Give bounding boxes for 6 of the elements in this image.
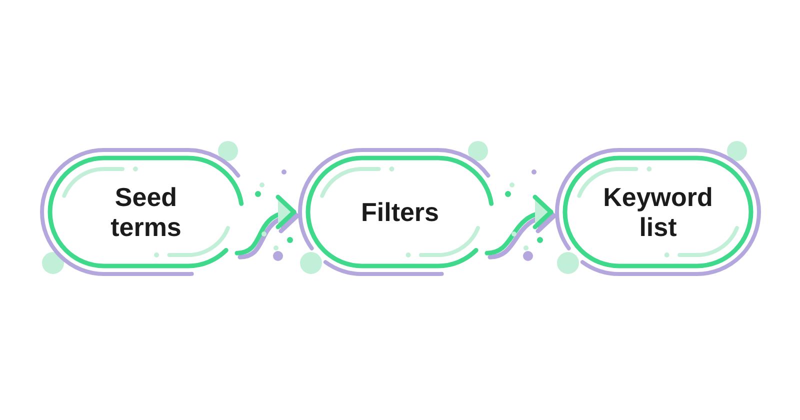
pill-node [555, 148, 761, 276]
node-label: Keyword list [602, 182, 714, 242]
node-label: Seed terms [110, 182, 182, 242]
curved-arrow [484, 196, 554, 256]
node-label: Filters [360, 197, 440, 227]
curved-arrow [234, 196, 296, 256]
